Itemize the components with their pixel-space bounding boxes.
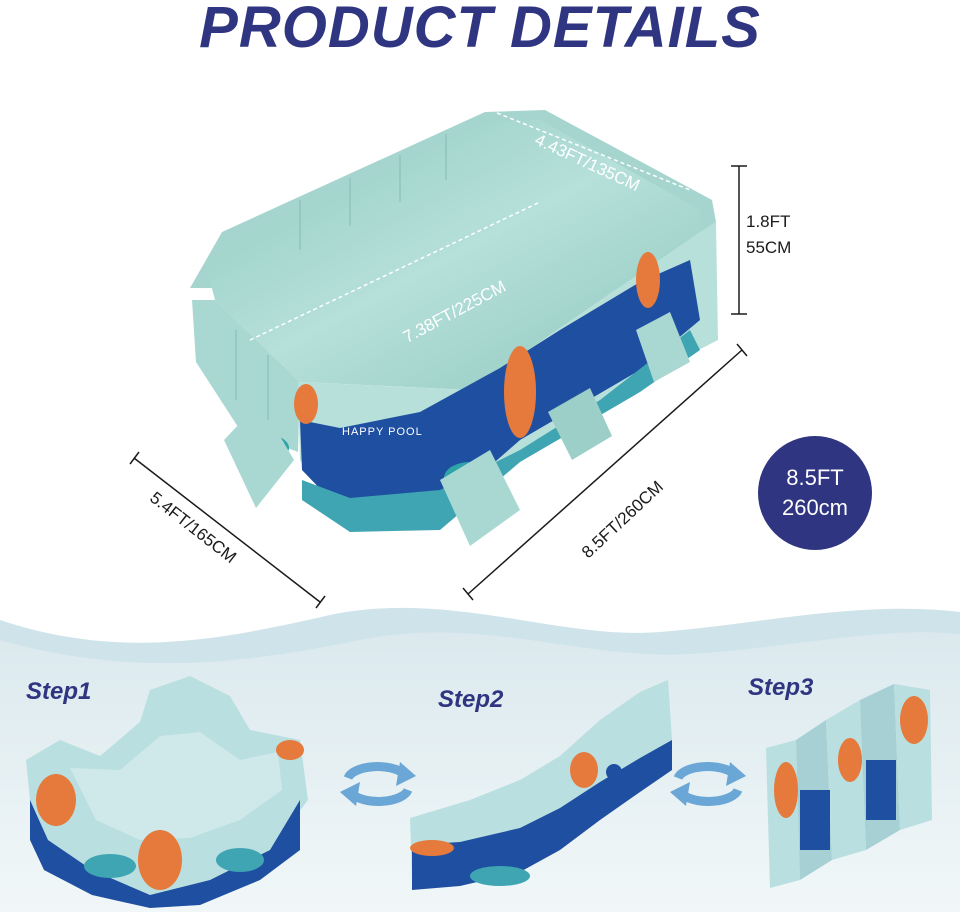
height-ft-label: 1.8FT: [746, 212, 791, 231]
badge-cm: 260cm: [781, 495, 849, 520]
pool-illustration: [190, 110, 718, 546]
refresh-arrows-icon: [670, 762, 746, 806]
refresh-arrows-icon: [340, 762, 416, 806]
inner-dimension-lines: [249, 112, 691, 341]
pool-print-text: HAPPY POOL: [342, 426, 423, 438]
length-badge: 8.5FT 260cm: [758, 436, 872, 550]
badge-ft: 8.5FT: [786, 465, 844, 490]
step2-label: Step2: [438, 686, 504, 713]
step3-label: Step3: [748, 674, 814, 701]
step1-illustration: [26, 676, 308, 908]
outer-dimension-lines: [129, 165, 748, 609]
height-cm-label: 55CM: [746, 238, 792, 257]
page-title: PRODUCT DETAILS: [199, 0, 761, 60]
step3-illustration: [766, 684, 932, 888]
step1-label: Step1: [26, 678, 92, 705]
step2-illustration: [410, 680, 672, 890]
